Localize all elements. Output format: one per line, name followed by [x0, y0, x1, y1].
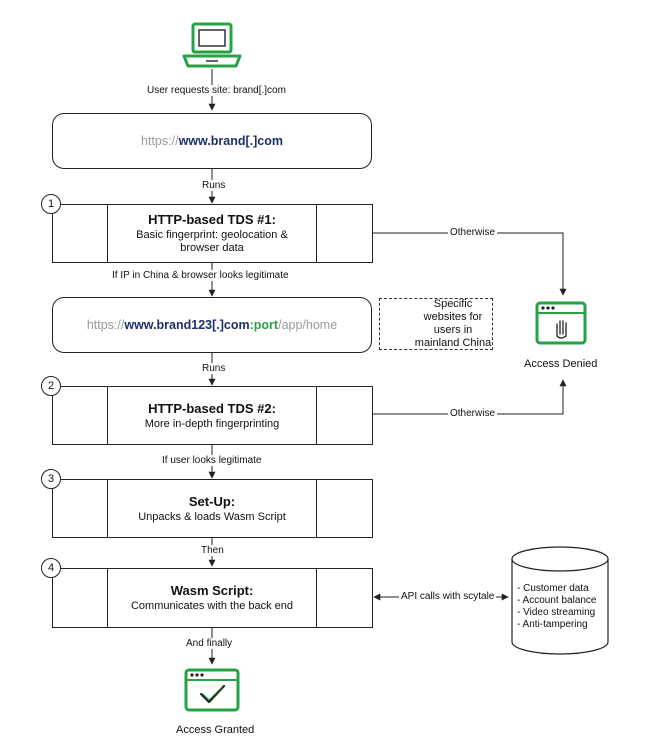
url-port: :port — [249, 318, 279, 332]
then-label: Then — [199, 545, 226, 556]
step-title: HTTP-based TDS #2: — [148, 400, 276, 416]
runs-label-1: Runs — [200, 180, 228, 191]
china-note-text: Specific websites for users in mainland … — [414, 298, 492, 349]
condition-label-1: If IP in China & browser looks legitimat… — [110, 270, 291, 281]
database-icon — [511, 546, 609, 655]
otherwise-label-1: Otherwise — [448, 227, 498, 238]
condition-label-2: If user looks legitimate — [160, 455, 264, 466]
database-item: - Video streaming — [517, 607, 596, 618]
step-end-cell — [316, 205, 372, 262]
and-finally-label: And finally — [184, 638, 235, 649]
url-box-brand123: https://www.brand123[.]com:port/app/home — [52, 297, 372, 353]
url-box-brand: https://www.brand[.]com — [52, 113, 372, 169]
step-3-box: Set-Up: Unpacks & loads Wasm Script — [52, 479, 373, 538]
url-path: /app/home — [278, 318, 338, 332]
url-domain: www.brand[.]com — [178, 134, 283, 148]
url-protocol: https:// — [86, 318, 125, 332]
database-items: - Customer data - Account balance - Vide… — [517, 583, 597, 631]
database-item: - Account balance — [517, 595, 597, 606]
step-description: Basic fingerprint: geolocation & browser… — [136, 229, 288, 254]
step-4-box: Wasm Script: Communicates with the back … — [52, 568, 373, 628]
step-icon-cell — [53, 569, 108, 627]
step-number-4: 4 — [41, 558, 61, 578]
step-title: HTTP-based TDS #1: — [148, 212, 276, 227]
step-icon-cell — [53, 205, 108, 262]
access-denied-label: Access Denied — [524, 358, 598, 370]
database-item: - Customer data — [517, 583, 589, 594]
step-1-box: HTTP-based TDS #1: Basic fingerprint: ge… — [52, 204, 373, 263]
step-icon-cell — [53, 480, 108, 537]
step-end-cell — [316, 569, 372, 627]
step-description: More in-depth fingerprinting — [144, 417, 280, 430]
step-number-3: 3 — [41, 469, 61, 489]
china-note: Specific websites for users in mainland … — [379, 298, 493, 350]
laptop-icon — [182, 22, 242, 68]
access-granted-label: Access Granted — [176, 724, 255, 736]
step-end-cell — [316, 480, 372, 537]
connector-otherwise-1 — [372, 232, 567, 296]
checkmark-browser-icon — [184, 668, 240, 712]
database-item: - Anti-tampering — [517, 619, 588, 630]
step-title: Set-Up: — [188, 493, 236, 509]
step-title: Wasm Script: — [170, 583, 254, 598]
step-description: Communicates with the back end — [130, 600, 294, 612]
step-number-1: 1 — [41, 194, 61, 214]
connector-otherwise-2 — [372, 379, 567, 415]
api-calls-label: API calls with scytale — [399, 591, 497, 602]
step-description: Unpacks & loads Wasm Script — [138, 510, 286, 523]
url-domain: www.brand123[.]com — [124, 318, 250, 332]
step-icon-cell — [53, 387, 108, 444]
step-number-2: 2 — [41, 376, 61, 396]
request-label: User requests site: brand[.]com — [145, 85, 288, 96]
step-2-box: HTTP-based TDS #2: More in-depth fingerp… — [52, 386, 373, 445]
runs-label-2: Runs — [200, 363, 228, 374]
url-protocol: https:// — [141, 134, 179, 148]
step-end-cell — [316, 387, 372, 444]
otherwise-label-2: Otherwise — [448, 408, 498, 419]
hand-stop-browser-icon — [535, 301, 587, 345]
